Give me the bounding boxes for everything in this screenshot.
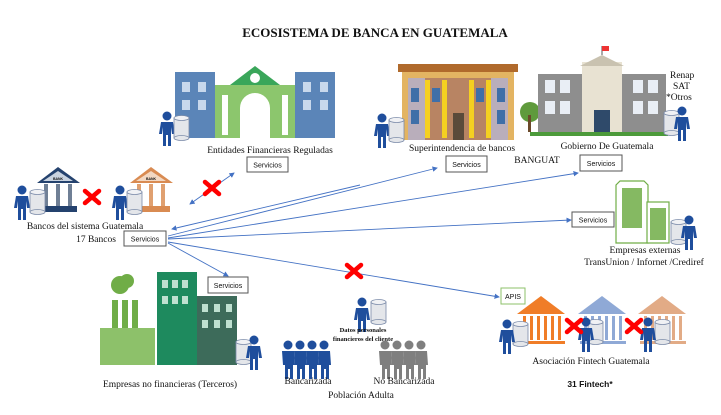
bancos-count: 17 Bancos — [76, 235, 116, 245]
arrow-to-fintech — [167, 241, 500, 299]
entidades-building-icon — [175, 66, 335, 138]
bancos-label: Bancos del sistema Guatemala — [27, 222, 144, 232]
blocked-x-icon — [85, 191, 99, 203]
blocked-x-icon — [347, 265, 361, 277]
person-icon — [14, 185, 30, 220]
database-icon — [29, 189, 46, 215]
banked-label: Bancarizada — [285, 377, 333, 387]
svg-text:BANK: BANK — [53, 177, 64, 181]
person-icon — [112, 185, 128, 220]
unbanked-label: No Bancarizada — [374, 377, 436, 387]
arrow-to-bancos — [171, 184, 361, 231]
datos-line2: financieros del cliente — [333, 336, 393, 343]
database-icon — [126, 189, 143, 215]
fintech-count: 31 Fintech* — [567, 379, 613, 389]
externas-service-box[interactable] — [571, 211, 615, 228]
diagram-title: ECOSISTEMA DE BANCA EN GUATEMALA — [242, 25, 508, 40]
arrow-to-no-financieras — [167, 242, 229, 277]
gobierno-other-sat: SAT — [673, 82, 690, 92]
entidades-service-label: Servicios — [253, 163, 282, 170]
poblacion-label: Población Adulta — [328, 391, 394, 401]
blocked-x-icon — [627, 320, 641, 332]
gobierno-service-box[interactable] — [579, 154, 623, 172]
superintendencia-service-box[interactable] — [445, 155, 488, 173]
externas-service-label: Servicios — [579, 218, 608, 225]
svg-text:BANK: BANK — [146, 177, 157, 181]
banguat-label: BANGUAT — [514, 156, 560, 166]
unbanked-people-icon — [379, 340, 428, 379]
datos-line1: Datos personales — [340, 327, 387, 334]
banked-people-icon — [282, 340, 331, 379]
no-financieras-label: Empresas no financieras (Terceros) — [103, 379, 237, 390]
database-icon — [173, 115, 190, 141]
person-icon — [499, 319, 515, 354]
database-icon — [654, 319, 671, 345]
bancos-service-box[interactable] — [123, 230, 167, 247]
bank-icon: BANK — [37, 167, 80, 212]
externas-building-icon — [615, 180, 670, 244]
blocked-x-icon — [205, 182, 219, 194]
gobierno-other-renap: Renap — [670, 71, 695, 81]
externas-sublabel: TransUnion / Infornet /Crediref — [584, 257, 705, 268]
superintendencia-service-label: Servicios — [452, 162, 481, 169]
no-financieras-service-box[interactable] — [207, 276, 249, 294]
entidades-label: Entidades Financieras Reguladas — [207, 146, 333, 156]
database-icon — [388, 117, 405, 143]
person-icon — [374, 113, 390, 148]
no-financieras-service-label: Servicios — [214, 283, 243, 290]
arrow-to-gobierno — [167, 171, 579, 239]
bancos-service-label: Servicios — [131, 237, 160, 244]
superintendencia-building-icon — [398, 64, 518, 140]
apis-label: APIS — [505, 294, 521, 301]
externas-label: Empresas externas — [610, 246, 681, 256]
apis-box[interactable] — [500, 287, 526, 305]
arrow-to-superintendencia — [167, 166, 438, 237]
blocked-x-icon — [567, 320, 581, 332]
entidades-service-box[interactable] — [246, 156, 289, 173]
superintendencia-label: Superintendencia de bancos — [409, 144, 515, 154]
no-financieras-building-icon — [100, 272, 237, 365]
gobierno-service-label: Servicios — [587, 161, 616, 168]
fintech-label: Asociación Fintech Guatemala — [532, 357, 650, 367]
gobierno-building-icon — [520, 46, 668, 136]
gobierno-other-otros: *Otros — [666, 93, 692, 103]
arrow-to-externas — [167, 217, 572, 240]
gobierno-label: Gobierno De Guatemala — [561, 142, 655, 152]
person-icon — [159, 111, 175, 146]
database-icon — [370, 299, 387, 325]
database-icon — [512, 321, 529, 347]
